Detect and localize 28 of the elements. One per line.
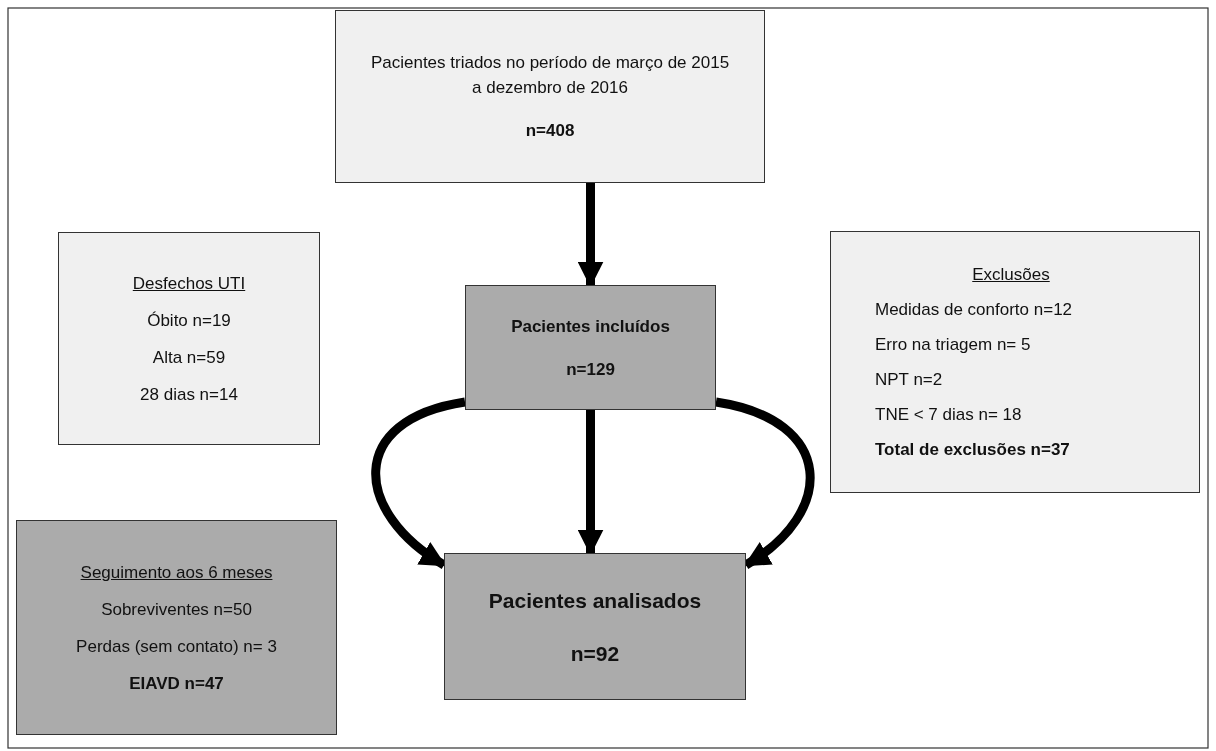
box-text: n=129 [565, 358, 616, 381]
box-text: Perdas (sem contato) n= 3 [75, 635, 278, 658]
box-text: Medidas de conforto n=12 [875, 299, 1074, 321]
box-heading: Exclusões [972, 264, 1050, 286]
box-text: Pacientes analisados [487, 587, 703, 614]
box-text: 28 dias n=14 [139, 383, 239, 406]
box-text: EIAVD n=47 [128, 672, 225, 695]
flow-box [830, 231, 1200, 493]
box-text: Erro na triagem n= 5 [875, 334, 1032, 356]
box-text: Pacientes incluídos [510, 315, 671, 338]
arrow [371, 397, 466, 569]
arrow [715, 397, 815, 569]
box-text: NPT n=2 [875, 369, 944, 391]
box-text: Alta n=59 [151, 346, 227, 369]
box-text: n=92 [569, 640, 621, 667]
box-heading: Desfechos UTI [131, 272, 247, 295]
box-text: n=408 [524, 120, 576, 142]
box-text: Total de exclusões n=37 [875, 439, 1071, 461]
box-text: TNE < 7 dias n= 18 [875, 404, 1023, 426]
box-text: Óbito n=19 [146, 309, 232, 332]
box-text: Sobreviventes n=50 [100, 598, 253, 621]
flow-box [465, 285, 716, 410]
flow-box [335, 10, 765, 183]
box-text: Pacientes triados no período de março de 2015 a dezembro de 2016 [369, 52, 731, 99]
flow-box [16, 520, 337, 735]
flow-box [58, 232, 320, 445]
box-heading: Seguimento aos 6 meses [79, 561, 274, 584]
flow-box [444, 553, 746, 700]
